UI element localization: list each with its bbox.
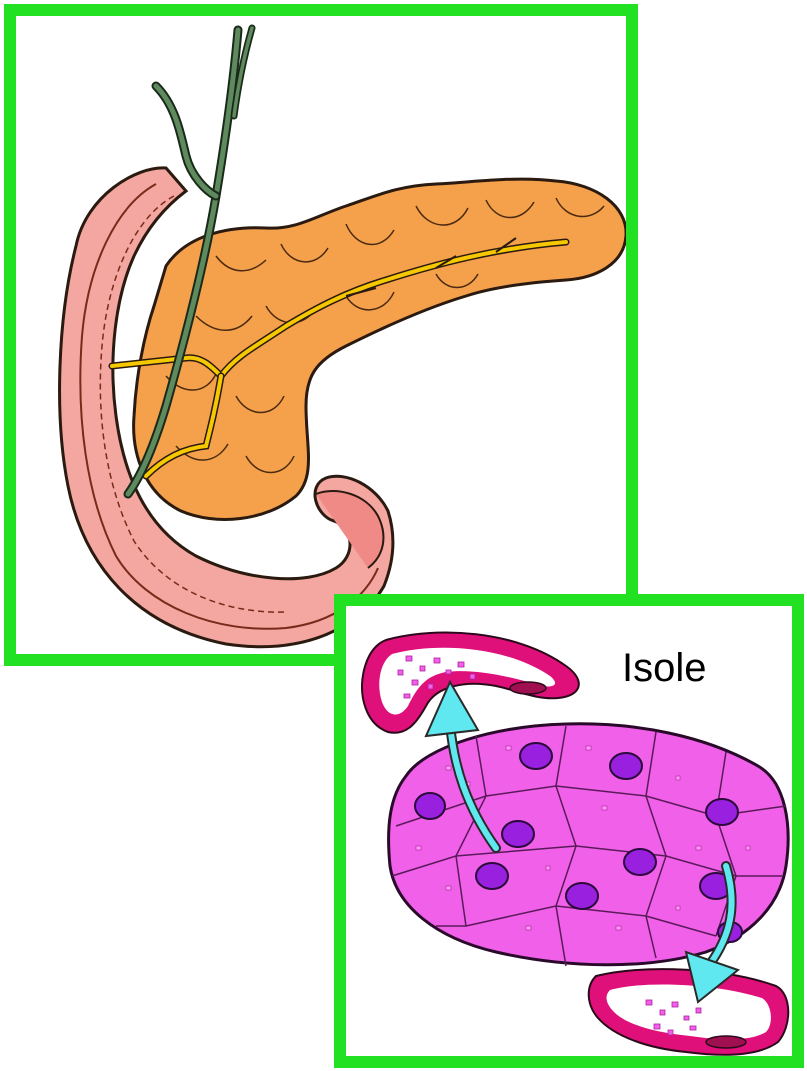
lower-blood-vessel	[589, 969, 789, 1055]
pancreas-panel	[4, 4, 638, 666]
islet-panel: Isole	[334, 594, 804, 1068]
islet-label: Isole	[622, 648, 707, 688]
pancreas-illustration	[16, 16, 626, 654]
islet-illustration	[346, 606, 792, 1056]
